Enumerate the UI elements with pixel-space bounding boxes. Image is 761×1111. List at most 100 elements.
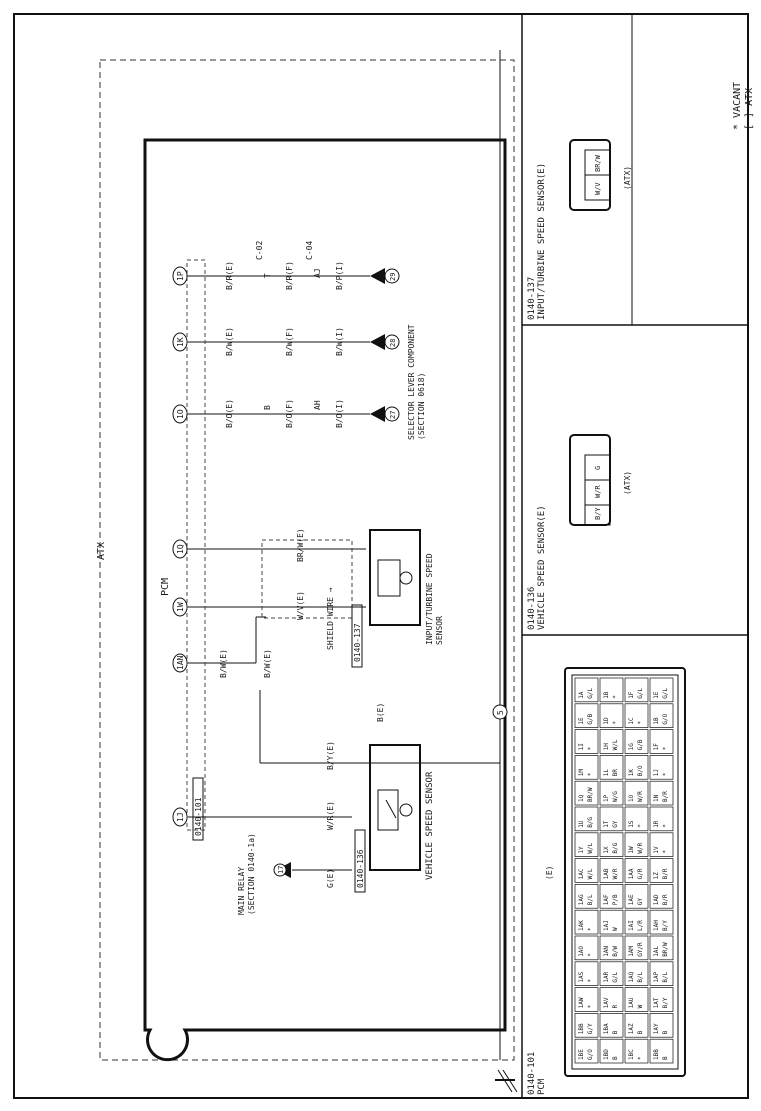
pcm-terminal-cell [599, 1038, 624, 1064]
panel-vss-connector: 0140-136 VEHICLE SPEED SENSOR(E) B/Y W/R… [527, 434, 632, 630]
pcm-terminal-cell [574, 1013, 599, 1038]
vehicle-speed-sensor: VEHICLE SPEED SENSOR 0140-136 [354, 744, 435, 893]
pcm-connector-ref-box [192, 777, 204, 841]
pcm-terminal-wire: W/R [612, 868, 619, 879]
pcm-terminal-cell [624, 755, 649, 780]
vss-label: VEHICLE SPEED SENSOR [425, 771, 435, 880]
pcm-terminal-wire: G/L [637, 688, 644, 699]
pcm-terminal-label: 1Q [578, 794, 585, 802]
pcm-connector-body [564, 667, 686, 1077]
pcm-terminal-cell [599, 884, 624, 909]
selector-label-2: (SECTION 0618) [417, 373, 426, 440]
pcm-terminal-cell [649, 755, 674, 780]
pcm-terminal-cell [599, 729, 624, 754]
relay-node-number: 17 [277, 866, 285, 874]
pcm-terminal-cell [599, 1013, 624, 1038]
pcm-terminal-wire: B/L [587, 894, 594, 905]
junction-label: AJ [313, 268, 322, 278]
pcm-terminal-label: 1I [578, 743, 585, 751]
pcm-terminal-cell [574, 884, 599, 909]
pcm-terminal-cell [599, 832, 624, 857]
wire-label: B/W(I) [335, 327, 344, 356]
pcm-terminal-cell [574, 935, 599, 961]
pcm-terminal-label: 1V [653, 846, 660, 854]
pcm-terminal-label: 1L [603, 769, 610, 777]
pcm-terminal-label: 1AK [578, 920, 585, 931]
pcm-terminal-wire: BR/W [587, 787, 594, 802]
wire-label: B/O(I) [335, 399, 344, 428]
pcm-terminal-label: 1K [628, 769, 635, 777]
pcm-terminal-wire: B [612, 1030, 619, 1034]
pcm-terminal-label: 1B [653, 717, 660, 725]
pcm-terminal-label: 1S [628, 820, 635, 828]
pcm-terminal-label: 1BB [578, 1023, 585, 1034]
pcm-terminal-cell [574, 832, 599, 857]
pcm-terminal-wire: B/Y [662, 997, 669, 1008]
outer-border [13, 13, 749, 1099]
wire-label-wv: W/V(E) [296, 591, 305, 620]
pcm-terminal-cell [649, 806, 674, 832]
pcm-terminal-label: 1BD [603, 1049, 610, 1060]
pcm-terminal-label: 1AV [603, 997, 610, 1008]
pcm-terminal-label: 1Z [653, 872, 660, 880]
pcm-terminal-cell [649, 884, 674, 909]
pcm-terminal-cell [574, 677, 599, 703]
wire-label: B/W(F) [285, 327, 294, 356]
pcm-terminal-cell [649, 935, 674, 961]
ground-28 [384, 334, 400, 350]
pcm-terminal-label: 1BC [628, 1049, 635, 1060]
vss-pin-1: B/Y [594, 507, 602, 520]
wire-label-by: B/Y(E) [326, 741, 335, 770]
pcm-terminal-label: 1AS [578, 971, 585, 982]
legend: [ ] ATX * VACANT [732, 82, 755, 130]
pcm-terminal-wire: W/L [587, 868, 594, 879]
pcm-terminal-wire: * [662, 824, 669, 828]
wire-label-bw-top: B/W(E) [219, 649, 228, 678]
pcm-terminal-cell [574, 703, 599, 728]
pcm-terminal-cell [574, 780, 599, 806]
pcm-shield [186, 259, 206, 831]
pcm-terminal-wire: * [587, 979, 594, 983]
pcm-terminal-label: 1B [603, 691, 610, 699]
pcm-pins: 1J 1AN 1W 1Q 1O 1K 1P [172, 266, 188, 827]
pcm-terminal-cell [574, 961, 599, 986]
ground-node-5 [492, 704, 508, 720]
pcm-terminal-cell [599, 806, 624, 832]
pcm-terminal-wire: B/G [612, 842, 619, 853]
pcm-terminal-label: 1AM [628, 946, 635, 957]
itss-connector-ref: 0140-137 [353, 623, 362, 662]
pcm-terminal-cell [574, 858, 599, 883]
pcm-terminal-cell [599, 961, 624, 986]
pcm-terminal-wire: BR [612, 769, 619, 777]
pcm-terminal-label: 1O [628, 794, 635, 802]
pcm-terminal-wire: B/Y [662, 920, 669, 931]
pcm-terminal-cell [624, 677, 649, 703]
atx-boundary [99, 59, 515, 1061]
pin-1j: 1J [172, 807, 188, 827]
junction-label: T [263, 273, 272, 278]
pcm-terminal-wire: * [662, 746, 669, 750]
pin-label: 1P [176, 271, 185, 281]
itss-pin-1: W/V [594, 182, 602, 195]
pcm-terminal-cell [574, 909, 599, 935]
pcm-terminal-label: 1Y [578, 846, 585, 854]
pcm-terminal-wire: * [587, 1004, 594, 1008]
pcm-terminal-wire: BR/W [662, 942, 669, 957]
pcm-terminal-label: 1G [628, 743, 635, 751]
panel-pcm-title: PCM [537, 1078, 547, 1095]
pcm-terminal-cell [574, 729, 599, 754]
pcm-terminal-cell [649, 909, 674, 935]
pcm-terminal-cell [624, 832, 649, 857]
wire-label: B/P(I) [335, 261, 344, 290]
panel-itss-title: INPUT/TURBINE SPEED SENSOR(E) [537, 163, 547, 320]
pcm-terminal-wire: * [662, 850, 669, 854]
pcm-terminal-label: 1U [578, 820, 585, 828]
pcm-terminal-cell [624, 703, 649, 728]
pcm-terminal-cell [624, 858, 649, 883]
wire-label: B/O(F) [285, 399, 294, 428]
ground-29 [384, 268, 400, 284]
pin-label: 1J [176, 812, 185, 822]
